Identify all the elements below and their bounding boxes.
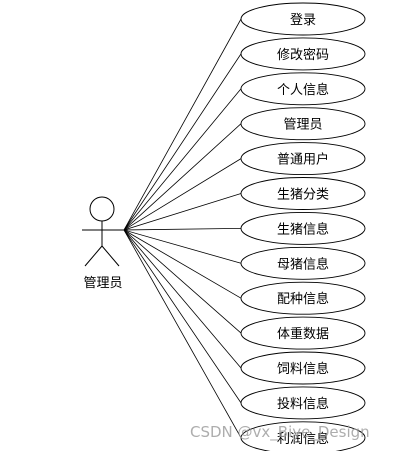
use-case: 利润信息 — [240, 421, 366, 451]
watermark-text: CSDN @vx_Biye_Design — [190, 423, 370, 442]
association-lines — [123, 18, 242, 438]
association-line — [123, 229, 242, 334]
association-line — [123, 228, 242, 231]
actor-label: 管理员 — [83, 276, 122, 291]
use-case: 母猪信息 — [240, 246, 366, 280]
association-line — [123, 158, 242, 231]
use-case: 个人信息 — [240, 72, 366, 106]
association-line — [123, 229, 242, 438]
use-case-label: 投料信息 — [277, 396, 329, 412]
use-case-ellipse — [240, 386, 366, 420]
use-case: 生猪信息 — [240, 211, 366, 245]
use-case-label: 修改密码 — [277, 47, 329, 63]
use-case-ellipse — [240, 72, 366, 106]
actor-left-leg — [84, 245, 103, 267]
use-case: 管理员 — [240, 107, 366, 141]
use-case: 普通用户 — [240, 142, 366, 176]
actor-right-leg — [101, 245, 120, 267]
use-case-ellipse — [240, 37, 366, 71]
use-case-label: 饲料信息 — [277, 361, 329, 377]
use-case-ellipse — [240, 421, 366, 451]
actor-head — [89, 196, 115, 222]
use-case: 配种信息 — [240, 281, 366, 315]
use-case-ellipse — [240, 177, 366, 210]
use-case-ellipse — [240, 211, 366, 245]
use-case-ellipse — [240, 107, 366, 141]
use-case-label: 普通用户 — [277, 152, 329, 168]
association-line — [123, 229, 242, 404]
use-case-label: 个人信息 — [277, 82, 329, 98]
use-case-ellipse — [240, 316, 366, 350]
association-line — [123, 193, 242, 231]
use-case-ellipse — [240, 246, 366, 280]
use-case-label: 体重数据 — [277, 326, 329, 342]
actor: 管理员 — [82, 196, 124, 291]
use-case-group: 登录修改密码个人信息管理员普通用户生猪分类生猪信息母猪信息配种信息体重数据饲料信… — [240, 2, 366, 451]
use-case-label: 登录 — [290, 13, 316, 28]
association-line — [123, 18, 242, 231]
association-line — [123, 53, 242, 231]
use-case-label: 配种信息 — [277, 291, 329, 307]
use-case: 投料信息 — [240, 386, 366, 420]
association-line — [123, 229, 242, 299]
use-case: 登录 — [240, 2, 366, 36]
use-case: 体重数据 — [240, 316, 366, 350]
use-case-ellipse — [240, 351, 366, 385]
use-case-label: 生猪信息 — [277, 221, 329, 237]
use-case-ellipse — [240, 142, 366, 176]
use-case: 饲料信息 — [240, 351, 366, 385]
use-case-ellipse — [240, 281, 366, 315]
use-case-label: 生猪分类 — [277, 188, 329, 203]
use-case-ellipse — [240, 2, 366, 36]
use-case: 生猪分类 — [240, 177, 366, 210]
use-case: 修改密码 — [240, 37, 366, 71]
use-case-label: 利润信息 — [277, 431, 329, 447]
association-line — [123, 88, 242, 231]
use-case-label: 管理员 — [283, 118, 322, 133]
association-line — [123, 229, 242, 369]
use-case-label: 母猪信息 — [277, 256, 329, 272]
association-line — [123, 123, 242, 231]
association-line — [123, 229, 242, 264]
